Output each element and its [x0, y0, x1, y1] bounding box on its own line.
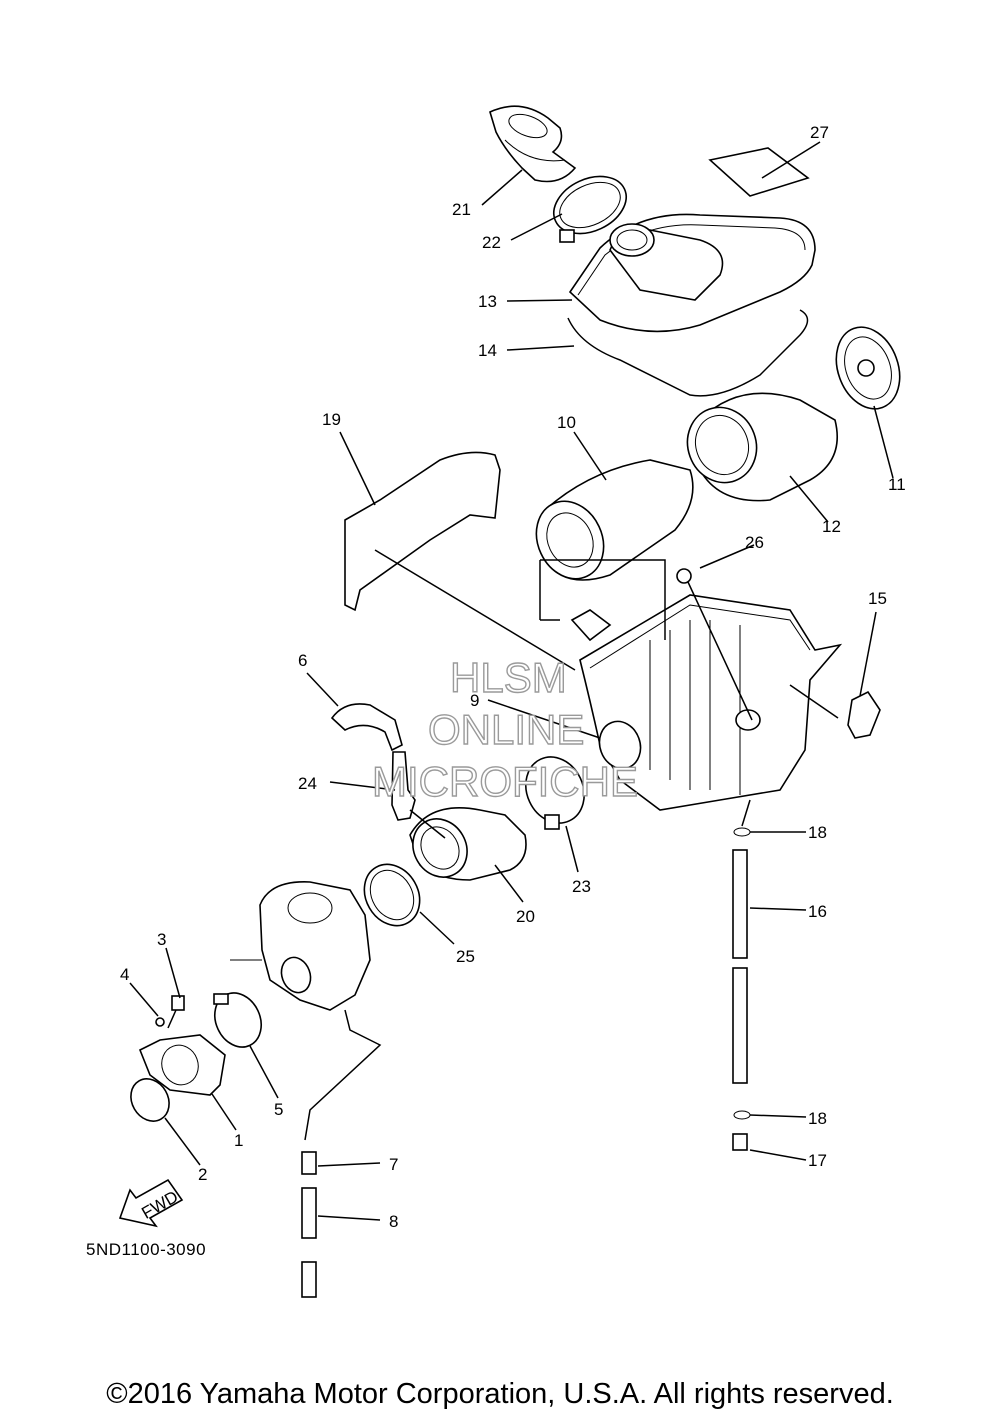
fwd-arrow-icon — [118, 1178, 184, 1228]
part-21-joint — [489, 105, 577, 183]
callout-4: 4 — [120, 965, 129, 984]
callout-15: 15 — [868, 589, 887, 608]
callout-24: 24 — [298, 774, 317, 793]
callout-8: 8 — [389, 1212, 398, 1231]
part-12-element — [686, 392, 839, 502]
callout-3: 3 — [157, 930, 166, 949]
callout-2: 2 — [198, 1165, 207, 1184]
callout-9: 9 — [470, 691, 479, 710]
callout-17: 17 — [808, 1151, 827, 1170]
part-10-element — [535, 459, 694, 581]
part-26-screw — [676, 568, 753, 721]
part-8-hose — [301, 1187, 317, 1298]
watermark-line-3: MICROFICHE — [372, 758, 638, 805]
callout-22: 22 — [482, 233, 501, 252]
watermark: HLSM ONLINE MICROFICHE — [371, 653, 638, 805]
part-11-cap — [835, 326, 901, 410]
part-16-drain-hose — [732, 849, 748, 1084]
part-24-joint — [391, 751, 416, 821]
part-19-plate — [344, 451, 501, 612]
part-2-o-ring — [130, 1078, 170, 1122]
callout-23: 23 — [572, 877, 591, 896]
part-1-manifold — [138, 1034, 226, 1096]
callout-19: 19 — [322, 410, 341, 429]
part-25-clamp — [363, 863, 421, 927]
part-20-joint — [409, 807, 527, 881]
diagram-code: 5ND1100-3090 — [86, 1240, 207, 1259]
callout-10: 10 — [557, 413, 576, 432]
part-17-plug — [732, 1133, 748, 1151]
callout-16: 16 — [808, 902, 827, 921]
callout-1: 1 — [234, 1131, 243, 1150]
callout-12: 12 — [822, 517, 841, 536]
callout-27: 27 — [810, 123, 829, 142]
part-4-washer — [155, 1017, 165, 1027]
part-13-case-cap — [568, 213, 816, 333]
part-14-gasket — [567, 309, 809, 397]
copyright-notice: ©2016 Yamaha Motor Corporation, U.S.A. A… — [106, 1378, 894, 1410]
leader-lines — [129, 141, 894, 1221]
callout-20: 20 — [516, 907, 535, 926]
part-9-air-box — [570, 594, 843, 811]
part-3-screw — [167, 995, 185, 1029]
part-23-clamp — [525, 756, 585, 830]
callout-25: 25 — [456, 947, 475, 966]
callout-13: 13 — [478, 292, 497, 311]
part-7-union — [301, 1151, 317, 1175]
callout-14: 14 — [478, 341, 497, 360]
carburetor — [230, 881, 382, 1141]
watermark-line-2: ONLINE — [428, 706, 584, 753]
callout-5: 5 — [274, 1100, 283, 1119]
part-6-hose — [330, 703, 403, 752]
callout-18a: 18 — [808, 823, 827, 842]
part-15-clip — [847, 690, 881, 739]
part-5-clamp — [213, 992, 262, 1048]
part-27-label — [708, 147, 810, 197]
watermark-line-1: HLSM — [450, 654, 567, 701]
callout-18b: 18 — [808, 1109, 827, 1128]
callout-26: 26 — [745, 533, 764, 552]
callout-11: 11 — [888, 475, 906, 494]
callout-6: 6 — [298, 651, 307, 670]
part-22-clamp — [553, 175, 627, 243]
callout-7: 7 — [389, 1155, 398, 1174]
callout-21: 21 — [452, 200, 471, 219]
